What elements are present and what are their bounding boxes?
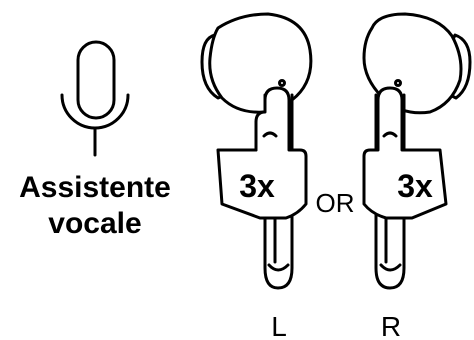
right-earbud [362,12,472,290]
left-tap-count: 3x [239,168,275,204]
left-earbud [200,12,313,290]
right-side-label: R [381,311,401,340]
right-tap-count: 3x [397,168,433,204]
microphone-icon [60,40,130,157]
or-label: OR [316,188,355,218]
left-side-label: L [271,311,287,340]
assistant-label-line1: Assistente [19,171,171,204]
assistant-label-line2: vocale [48,207,141,240]
